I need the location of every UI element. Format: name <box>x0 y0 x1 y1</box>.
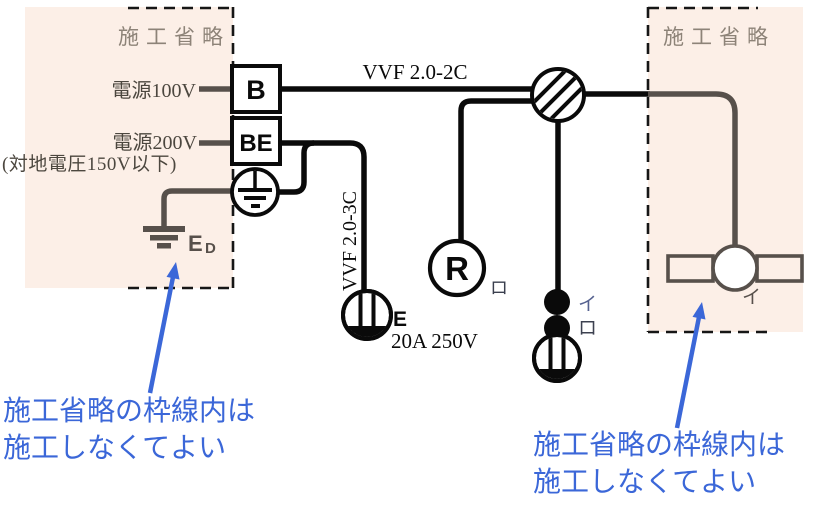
wire-junction-to-lamp <box>458 98 534 241</box>
power-100v-label: 電源100V <box>112 79 197 102</box>
breaker-be-label: BE <box>239 130 272 157</box>
ground-voltage-note: (対地電圧150V以下) <box>2 153 177 175</box>
right-omission-label: 施工省略 <box>663 25 775 49</box>
switch-ro-label: ロ <box>578 318 597 339</box>
wire-earth-join <box>278 140 315 195</box>
wire-be-to-outlet <box>280 140 367 292</box>
earth-electrode-symbol <box>143 188 233 249</box>
left-omission-dashed-frame <box>128 6 235 290</box>
outlet-250v-earth-mark: E <box>393 308 407 331</box>
outlet-100v-symbol <box>532 333 582 383</box>
left-note-line2: 施工しなくてよい <box>3 432 226 463</box>
cable-label-vvf3c: VVF 2.0-3C <box>339 191 361 291</box>
right-note-line2: 施工しなくてよい <box>533 466 756 497</box>
outlet-250v-symbol <box>341 289 393 341</box>
left-omission-highlight <box>25 7 233 288</box>
breaker-be-box: BE <box>230 116 282 166</box>
lamp-receptacle-circuit-label: ロ <box>490 278 508 298</box>
right-omission-dashed-frame <box>646 6 768 334</box>
wire-omitted-to-ceiling-light <box>648 91 738 247</box>
breaker-b-box: B <box>230 64 282 114</box>
switch-i-dot <box>544 289 570 315</box>
outlet-250v-rating: 20A 250V <box>391 329 478 353</box>
breaker-b-label: B <box>246 75 266 105</box>
switch-i-label: イ <box>578 294 597 315</box>
right-note-line1: 施工省略の枠線内は <box>533 429 785 460</box>
cable-label-vvf2c: VVF 2.0-2C <box>362 60 467 84</box>
power-200v-label: 電源200V <box>113 131 198 154</box>
annotation-arrow-right <box>674 302 706 429</box>
left-omission-zone: 施工省略 <box>25 6 235 290</box>
ceiling-light-circuit-label: イ <box>742 287 761 308</box>
left-omission-label: 施工省略 <box>118 25 230 49</box>
lamp-receptacle-letter: R <box>445 250 469 287</box>
earth-terminal-symbol <box>230 167 280 217</box>
earth-electrode-label-sub: D <box>205 240 216 257</box>
source-stub-wires <box>199 86 232 146</box>
annotation-arrow-left <box>147 262 180 394</box>
earth-electrode-label: E <box>188 231 203 256</box>
ceiling-light-symbol <box>666 244 804 292</box>
left-note-line1: 施工省略の枠線内は <box>3 395 255 426</box>
lamp-receptacle-symbol: R <box>427 238 487 298</box>
